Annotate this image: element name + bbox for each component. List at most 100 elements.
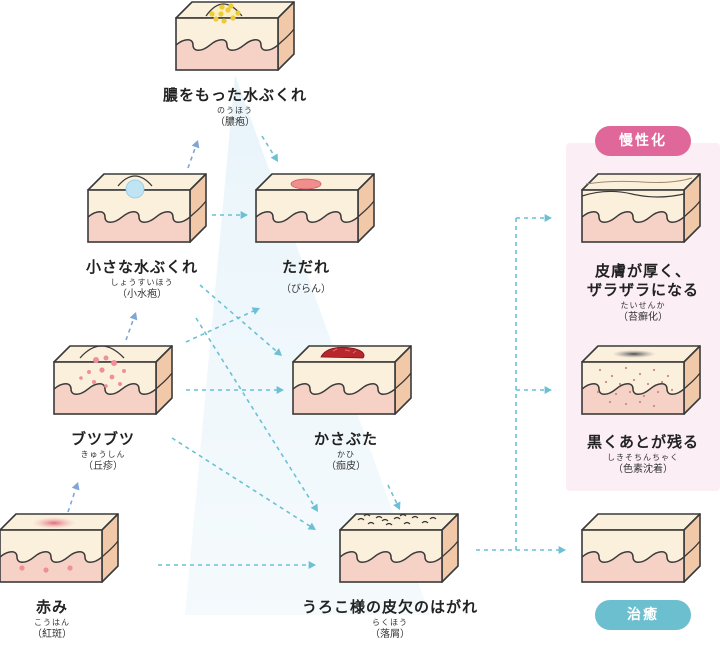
pigment-dot: [628, 390, 632, 394]
vessel-dot: [67, 565, 73, 571]
label-pigmentation: 黒くあとが残る しきそちんちゃく （色素沈着）: [587, 433, 699, 477]
skin-block-vesicle: [87, 173, 207, 243]
scale-flake: [393, 516, 401, 520]
pigment-dot: [624, 366, 628, 370]
crust-ruby: かひ: [336, 450, 355, 459]
pigment-dot: [618, 382, 622, 386]
skin-block-lichen: [581, 173, 701, 243]
papule-dot: [87, 370, 91, 374]
blister: [125, 179, 145, 199]
label-vesicle: 小さな水ぶくれ しょうすいほう （小水疱）: [86, 258, 198, 302]
skin-block-pustule: [175, 1, 295, 71]
label-erythema: 赤み こうはん （紅斑）: [32, 598, 72, 642]
pigment-dot: [608, 400, 612, 404]
scale-term: （落屑）: [369, 629, 410, 640]
vesicle-ruby: しょうすいほう: [110, 278, 174, 287]
pigment-dot: [660, 380, 664, 384]
arrows: [67, 135, 566, 570]
arrow-papule-to-crust: [186, 385, 284, 395]
pigment-dot: [670, 388, 674, 392]
scale-flake: [429, 516, 437, 520]
pus-dot: [235, 10, 241, 16]
arrow-vesicle-to-erosion: [212, 210, 248, 220]
arrow-branch-to-pigment: [516, 385, 552, 395]
pigment-dot: [614, 392, 618, 396]
label-lichenification: 皮膚が厚く、 ザラザラになる たいせんか （苔癬化）: [587, 262, 699, 325]
pigment-dot: [596, 390, 600, 394]
label-pustule: 膿をもった水ぶくれ のうほう （膿疱）: [163, 86, 307, 130]
arrow-papule-to-scale: [171, 437, 316, 530]
skin-block-erosion: [255, 173, 375, 243]
label-scale: うろこ様の皮欠のはがれ らくほう （落屑）: [302, 598, 478, 642]
pus-dot: [213, 16, 219, 22]
scale-flake: [403, 521, 411, 525]
erosion-title: ただれ: [281, 258, 330, 276]
pus-dot: [228, 3, 234, 9]
skin-block-pigment: [581, 345, 701, 415]
skin-block-crust: [292, 345, 412, 415]
pigment-dot: [666, 374, 670, 378]
scale-ruby: らくほう: [371, 618, 408, 627]
crust-term: （痂皮）: [325, 461, 366, 472]
skin-block-erythema: [0, 513, 119, 583]
vessel-dot: [19, 565, 25, 571]
skin-block-scale: [339, 513, 459, 583]
pigment-dot: [624, 402, 628, 406]
scale-flake: [385, 522, 393, 526]
vesicle-title: 小さな水ぶくれ: [85, 258, 199, 276]
pus-dot: [221, 18, 227, 24]
healing-badge: 治癒: [595, 600, 691, 630]
pigment-ruby: しきそちんちゃく: [606, 453, 679, 462]
lichen-term: （苔癬化）: [617, 312, 668, 323]
pus-dot: [209, 11, 215, 17]
scale-flake: [375, 515, 383, 519]
erythema-title: 赤み: [35, 598, 68, 616]
arrow-branch-to-lichen: [516, 213, 552, 223]
papule-dot: [92, 380, 96, 384]
pustule-title: 膿をもった水ぶくれ: [162, 86, 308, 104]
scale-flake: [399, 513, 407, 517]
lichen-ruby: たいせんか: [620, 301, 666, 310]
erythema-term: （紅斑）: [32, 629, 72, 640]
pigment-title: 黒くあとが残る: [586, 433, 700, 451]
scale-flake: [367, 521, 375, 525]
scale-flake: [421, 520, 429, 524]
arrow-erythema-to-scale: [158, 560, 316, 570]
pigment-dot: [598, 368, 602, 372]
erythema-ruby: こうはん: [34, 618, 70, 627]
arrow-scale-branch-trunk: [476, 218, 517, 551]
pigment-dot: [638, 400, 642, 404]
pus-dot: [225, 7, 231, 13]
vessel-dot: [43, 567, 49, 573]
scale-flake: [357, 517, 365, 521]
pus-dot: [219, 4, 225, 10]
skin-blocks: [0, 1, 701, 583]
pigment-dot: [642, 394, 646, 398]
papule-dot: [79, 376, 83, 380]
pigment-dot: [638, 372, 642, 376]
pigment-dot: [632, 378, 636, 382]
pigment-dot: [656, 390, 660, 394]
pus-dot: [218, 11, 224, 17]
label-erosion: ただれ （びらん）: [281, 258, 331, 297]
crust-mark: [320, 346, 365, 359]
papule-dot: [109, 374, 115, 380]
scale-title: うろこ様の皮欠のはがれ: [301, 598, 479, 616]
papule-dot: [111, 360, 117, 366]
arrow-papule-to-erosion: [185, 307, 260, 343]
papule-title: ブツブツ: [70, 430, 136, 448]
papule-ruby: きゅうしん: [80, 450, 126, 459]
arrow-erythema-to-papule: [67, 482, 80, 513]
lichen-title-line2: ザラザラになる: [586, 281, 700, 299]
pigment-term: （色素沈着）: [612, 464, 673, 475]
pigment-dot: [652, 368, 656, 372]
pigment-dot: [610, 374, 614, 378]
papule-dot: [103, 355, 109, 361]
erosion-spot: [290, 178, 322, 190]
arrow-papule-to-vesicle: [125, 312, 138, 341]
arrow-crust-to-scale: [387, 484, 401, 510]
erosion-term: （びらん）: [281, 284, 331, 295]
scale-flake: [411, 515, 419, 519]
skin-block-healed: [581, 513, 701, 583]
